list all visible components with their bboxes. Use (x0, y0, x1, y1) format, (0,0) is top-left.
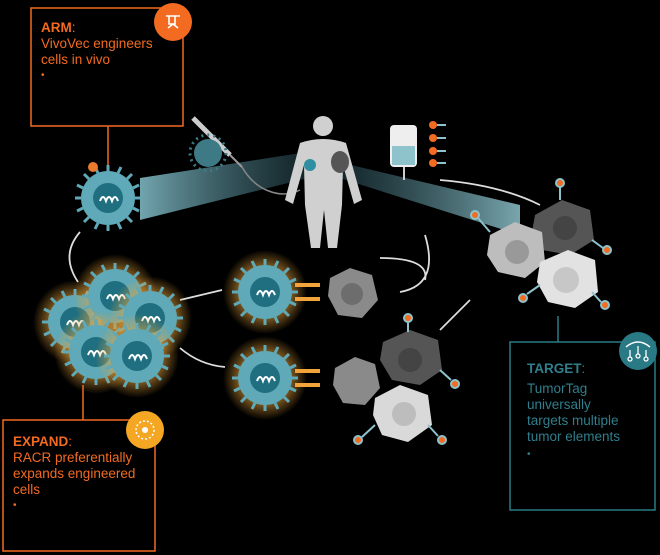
tumortag-ligands (353, 178, 612, 445)
human-body-icon (285, 116, 362, 248)
expand-colon: : (68, 434, 73, 449)
car-receptors (295, 283, 320, 387)
engaged-tcell-top (223, 250, 307, 334)
vector-particle (194, 139, 222, 167)
arm-label: ARM: VivoVec engineers cells in vivo • (41, 20, 153, 84)
tumortag-molecules (429, 121, 446, 167)
arm-tcell (73, 163, 143, 233)
tumor-cluster-bottom (333, 330, 442, 442)
expand-line-3: cells (13, 482, 41, 497)
expand-label: EXPAND: RACR preferentially expands engi… (13, 434, 135, 514)
target-line-3: targets multiple (527, 413, 619, 428)
arm-line-2: cells in vivo (41, 52, 111, 67)
target-line-4: tumor elements (527, 429, 621, 444)
target-box (509, 341, 656, 511)
target-title: TARGET (527, 361, 582, 376)
iv-bag-icon (390, 125, 417, 180)
engaged-tcell-bottom (223, 336, 307, 420)
target-bullet: • (527, 449, 531, 460)
target-line-1: TumorTag (527, 381, 588, 396)
target-colon: : (581, 361, 586, 376)
target-line-2: universally (527, 397, 591, 412)
target-label: TARGET: TumorTag universally targets mul… (527, 361, 620, 463)
tumor-cluster-right (487, 200, 598, 308)
arm-colon: : (71, 20, 76, 35)
expand-line-1: RACR preferentially (13, 450, 133, 465)
expand-line-2: expands engineered (13, 466, 136, 481)
expanded-tcell-cluster (33, 254, 192, 398)
expand-bullet: • (13, 500, 17, 511)
expand-box (2, 419, 156, 552)
delivery-beam (140, 150, 320, 220)
arm-bullet: • (41, 70, 45, 81)
expand-title: EXPAND (13, 434, 69, 449)
arm-line-1: VivoVec engineers (41, 36, 153, 51)
arm-title: ARM (41, 20, 72, 35)
receptor-icon (154, 3, 192, 41)
arm-box (30, 7, 184, 127)
